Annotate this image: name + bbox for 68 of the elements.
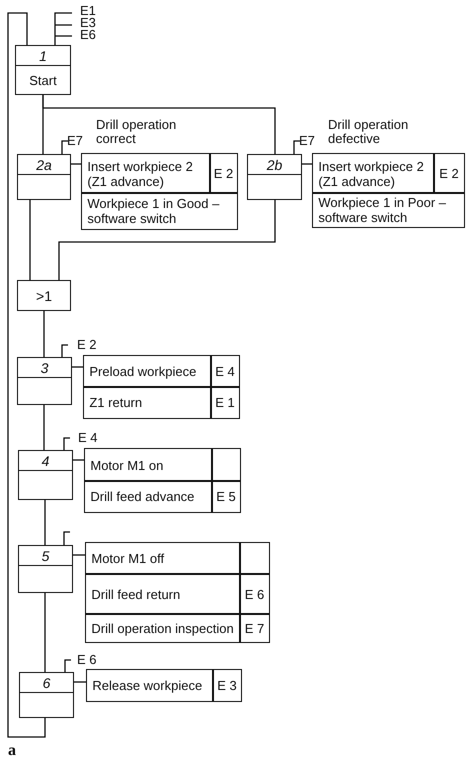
condition-note: Drill operation correct: [96, 118, 178, 146]
condition-label: E6: [80, 28, 96, 42]
action-cell: Preload workpiece: [83, 355, 212, 388]
step-number: 1: [39, 48, 47, 64]
connector-line: [44, 593, 46, 672]
action-box: [313, 154, 464, 227]
step-box: [247, 154, 302, 200]
action-cell: Drill feed return: [85, 573, 241, 615]
condition-label: E 2: [77, 338, 97, 352]
condition-label: E 4: [78, 431, 98, 445]
action-box: [87, 670, 241, 701]
connector-line: [73, 459, 85, 461]
action-box: [84, 356, 239, 418]
signal-cell: E 2: [209, 153, 238, 194]
connector-line: [71, 163, 82, 165]
signal-cell: E 1: [210, 386, 240, 419]
step-box: [18, 545, 73, 593]
step-box: [17, 154, 71, 200]
step-number: 4: [42, 452, 50, 468]
connector-line: [29, 200, 31, 280]
signal-cell: E 2: [433, 153, 465, 194]
signal-cell: E 6: [239, 573, 270, 615]
signal-cell: E 3: [212, 669, 242, 702]
action-cell: Workpiece 1 in Good – software switch: [81, 192, 238, 230]
action-cell: Motor M1 off: [85, 542, 241, 575]
action-cell: Motor M1 on: [84, 448, 213, 482]
action-cell: Workpiece 1 in Poor – software switch: [312, 192, 465, 228]
condition-note: Drill operation defective: [328, 118, 410, 146]
connector-line: [73, 554, 86, 556]
signal-cell: E 4: [210, 355, 240, 388]
step-label: Start: [29, 72, 57, 88]
condition-label: E7: [299, 134, 315, 148]
step-number: 2a: [36, 156, 52, 172]
connector-line: [72, 366, 84, 368]
connector-line: [42, 95, 276, 154]
action-cell: Drill operation inspection: [85, 613, 241, 643]
connector-line: [302, 163, 313, 165]
action-box: [86, 543, 269, 642]
connector-line: [58, 200, 276, 280]
action-cell: Insert workpiece 2 (Z1 advance): [312, 153, 435, 194]
condition-label: E1: [80, 4, 96, 18]
step-number: 5: [42, 548, 50, 564]
step-number: 2b: [266, 156, 282, 172]
action-cell: Drill feed advance: [84, 480, 213, 513]
connector-line: [43, 405, 45, 450]
signal-cell: E 7: [239, 613, 270, 643]
junction-box: [17, 280, 71, 311]
condition-label: E3: [80, 16, 96, 30]
junction-label: >1: [36, 288, 52, 304]
step-box: [19, 672, 74, 718]
condition-label: E7: [67, 134, 83, 148]
connector-line: [7, 12, 46, 738]
figure-label: a: [8, 742, 16, 760]
action-box: [85, 449, 240, 512]
step-box: [15, 45, 71, 95]
connector-line: [74, 681, 87, 683]
action-cell: Z1 return: [83, 386, 212, 419]
connector-line: [44, 500, 46, 545]
action-box: [82, 154, 237, 229]
action-cell: Insert workpiece 2 (Z1 advance): [81, 153, 211, 194]
action-cell: Release workpiece: [86, 669, 214, 702]
step-number: 6: [42, 674, 50, 690]
signal-cell: E 5: [211, 480, 241, 513]
condition-label: E 6: [77, 653, 97, 667]
step-box: [17, 357, 72, 405]
connector-line: [43, 311, 45, 357]
step-box: [18, 450, 73, 500]
step-number: 3: [40, 360, 48, 376]
